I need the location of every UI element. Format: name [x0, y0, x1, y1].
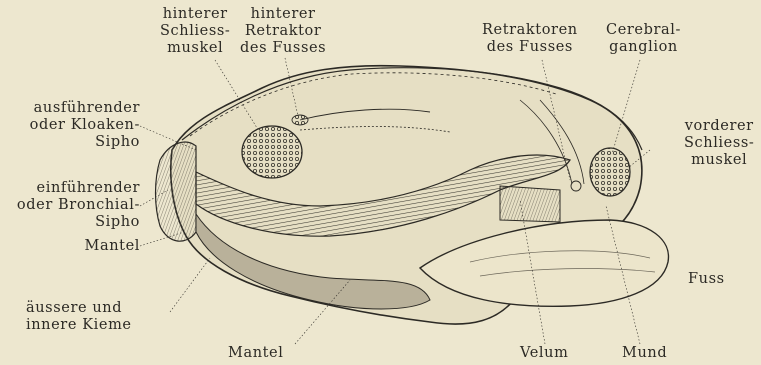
label-incurrent-siphon: einführender oder Bronchial- Sipho — [4, 180, 140, 231]
posterior-adductor-muscle — [242, 126, 302, 178]
foot-retractor — [292, 115, 308, 125]
label-foot-retractors: Retraktoren des Fusses — [482, 22, 578, 56]
label-anterior-adductor: vorderer Schliess- muskel — [684, 118, 754, 169]
label-mantle-left: Mantel — [4, 238, 140, 255]
siphons — [156, 142, 197, 241]
anterior-adductor-muscle — [590, 148, 630, 196]
label-posterior-adductor: hinterer Schliess- muskel — [160, 6, 230, 57]
velum-structure — [500, 186, 560, 222]
label-gills: äussere und innere Kieme — [26, 300, 132, 334]
label-mantle-bottom: Mantel — [228, 345, 283, 362]
label-velum: Velum — [520, 345, 568, 362]
label-cerebral-ganglion: Cerebral- ganglion — [606, 22, 681, 56]
label-foot: Fuss — [688, 271, 725, 288]
label-excurrent-siphon: ausführender oder Kloaken- Sipho — [4, 100, 140, 151]
label-mouth: Mund — [622, 345, 667, 362]
label-posterior-foot-retractor: hinterer Retraktor des Fusses — [240, 6, 326, 57]
